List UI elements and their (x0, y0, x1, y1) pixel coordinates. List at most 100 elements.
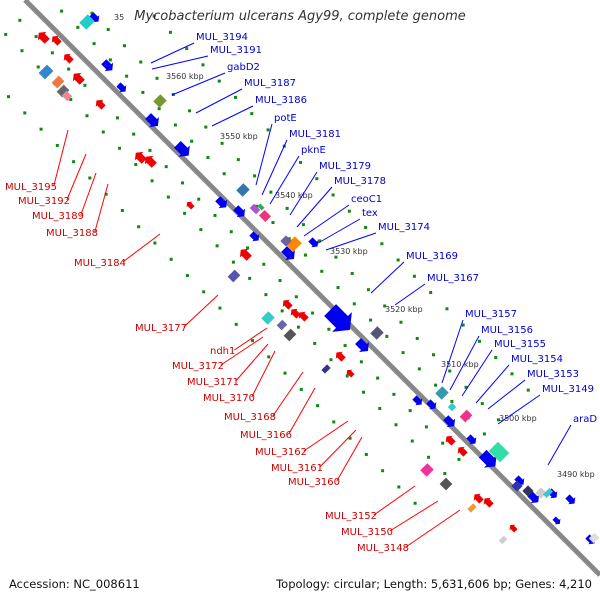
scale-label: 3560 kbp (166, 72, 204, 81)
callout-line (150, 42, 195, 64)
track-dot (120, 209, 124, 213)
track-dot (183, 211, 187, 215)
track-dot (482, 432, 486, 436)
track-dot (262, 262, 266, 266)
track-dot (280, 309, 284, 313)
scale-label: 3500 kbp (499, 414, 537, 423)
feature-block (79, 14, 95, 30)
track-dot (264, 293, 268, 297)
track-dot (477, 339, 481, 343)
track-dot (350, 271, 354, 275)
callout-line (296, 186, 333, 228)
track-dot (376, 376, 380, 380)
track-dot (104, 192, 108, 196)
reverse-gene-arrow (509, 524, 518, 533)
track-dot (441, 441, 445, 445)
track-dot (18, 18, 22, 22)
track-dot (320, 269, 324, 273)
scale-label: 3530 kbp (330, 247, 368, 256)
callout-line (269, 155, 300, 205)
track-dot (76, 25, 80, 29)
track-dot (152, 14, 156, 18)
track-dot (381, 469, 385, 473)
tick-track (4, 9, 530, 505)
gene-label-forward: MUL_3149 (542, 384, 594, 395)
track-dot (480, 402, 484, 406)
callout-line (373, 485, 416, 516)
forward-gene-arrow (233, 205, 246, 218)
callout-line (183, 294, 219, 328)
gene-label-forward: pknE (301, 145, 326, 156)
feature-block (447, 402, 457, 412)
track-dot (220, 141, 224, 145)
track-dot (396, 258, 400, 262)
forward-gene-arrow (116, 82, 127, 93)
gene-label-reverse: MUL_3172 (172, 361, 224, 372)
reverse-gene-arrow (144, 155, 157, 168)
forward-gene-arrow (355, 338, 369, 352)
feature-block (370, 326, 384, 340)
callout-line (220, 336, 264, 366)
track-dot (185, 274, 189, 278)
feature-block (56, 84, 70, 98)
gene-label-reverse: MUL_3189 (32, 211, 84, 222)
forward-gene-arrow (89, 12, 100, 23)
forward-gene-arrow (514, 475, 525, 486)
track-dot (311, 311, 315, 315)
track-dot (7, 95, 11, 99)
track-dot (168, 30, 172, 34)
callout-line (80, 172, 97, 216)
gene-label-reverse: MUL_3171 (187, 377, 239, 388)
track-dot (445, 307, 449, 311)
track-dot (197, 197, 201, 201)
gene-label-reverse: MUL_3177 (135, 323, 187, 334)
track-dot (332, 420, 336, 424)
callout-line (325, 232, 377, 251)
callout-line (211, 105, 254, 127)
callout-line (389, 500, 439, 532)
gene-label-forward: MUL_3181 (289, 129, 341, 140)
gene-label-reverse: MUL_3195 (5, 182, 57, 193)
scale-label: 35 (114, 13, 124, 22)
reverse-gene-arrow (483, 497, 494, 508)
track-dot (134, 163, 138, 167)
callout-line (251, 350, 276, 398)
track-dot (201, 63, 205, 67)
reverse-gene-arrow (51, 35, 62, 46)
track-dot (283, 371, 287, 375)
track-dot (267, 355, 271, 359)
track-dot (461, 323, 465, 327)
track-dot (50, 51, 54, 55)
callout-line (122, 233, 161, 263)
callout-line (475, 364, 510, 404)
callout-line (151, 55, 209, 70)
track-dot (150, 179, 154, 183)
callout-line (66, 153, 87, 201)
forward-gene-arrow (173, 140, 190, 157)
track-dot (448, 369, 452, 373)
track-dot (88, 176, 92, 180)
reverse-gene-arrow (134, 151, 147, 164)
callout-line (195, 88, 243, 114)
track-dot (271, 221, 275, 225)
track-dot (108, 58, 112, 62)
track-dot (359, 360, 363, 364)
track-dot (36, 65, 40, 69)
callout-line (255, 123, 273, 186)
reverse-gene-arrow (473, 493, 484, 504)
track-dot (345, 374, 349, 378)
track-dot (526, 388, 530, 392)
feature-block (283, 328, 297, 342)
track-dot (380, 242, 384, 246)
gene-label-reverse: MUL_3161 (271, 463, 323, 474)
track-dot (348, 436, 352, 440)
track-dot (427, 455, 431, 459)
track-dot (164, 165, 168, 169)
track-dot (364, 225, 368, 229)
feature-block (249, 203, 261, 215)
forward-gene-arrow (426, 399, 437, 410)
track-dot (336, 286, 340, 290)
track-dot (343, 344, 347, 348)
track-dot (299, 160, 303, 164)
gene-label-forward: MUL_3174 (378, 222, 430, 233)
